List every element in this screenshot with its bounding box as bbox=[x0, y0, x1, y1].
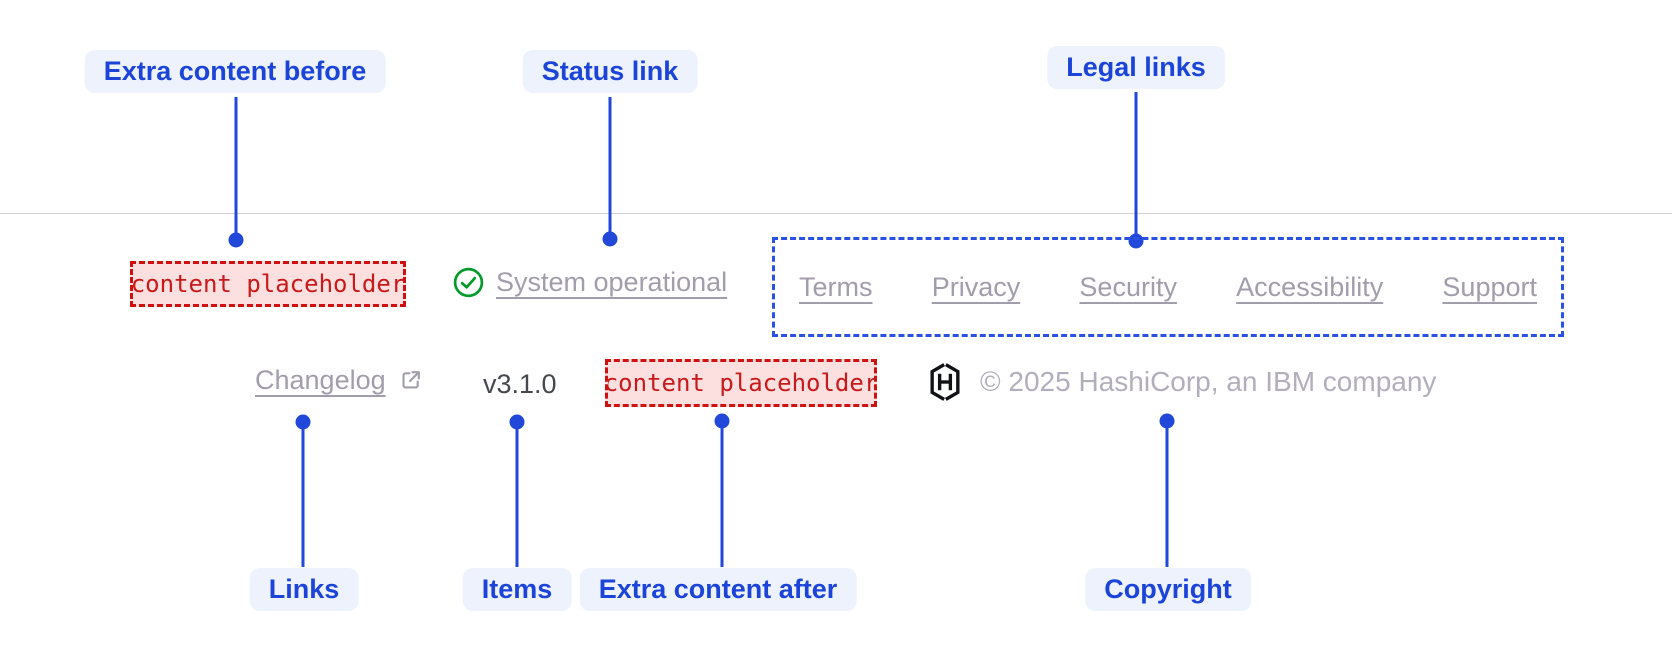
check-circle-icon bbox=[452, 266, 485, 299]
legal-links-outline: Terms Privacy Security Accessibility Sup… bbox=[772, 237, 1564, 337]
status-link-label: System operational bbox=[496, 267, 728, 297]
copyright-text: © 2025 HashiCorp, an IBM company bbox=[980, 366, 1437, 397]
connector-line-extra-content-before bbox=[234, 97, 238, 234]
legal-link-support[interactable]: Support bbox=[1442, 271, 1537, 302]
changelog-link[interactable]: Changelog bbox=[255, 365, 424, 396]
annotation-label-links: Links bbox=[249, 568, 359, 611]
connector-line-status-link bbox=[608, 97, 612, 233]
version-item: v3.1.0 bbox=[483, 369, 557, 399]
external-link-icon bbox=[397, 367, 424, 394]
connector-line-copyright bbox=[1165, 428, 1169, 567]
footer-top-divider bbox=[0, 213, 1672, 214]
legal-link-accessibility[interactable]: Accessibility bbox=[1236, 271, 1384, 302]
connector-dot-links bbox=[295, 414, 311, 430]
legal-link-privacy[interactable]: Privacy bbox=[931, 271, 1021, 302]
extra-content-after-placeholder: content placeholder bbox=[605, 359, 877, 407]
connector-dot-extra-content-after bbox=[714, 413, 730, 429]
connector-dot-copyright bbox=[1159, 413, 1175, 429]
annotation-label-items: Items bbox=[462, 568, 572, 611]
connector-line-items bbox=[515, 429, 519, 567]
legal-link-terms[interactable]: Terms bbox=[799, 271, 873, 302]
connector-dot-extra-content-before bbox=[228, 232, 244, 248]
annotation-label-status-link: Status link bbox=[522, 50, 698, 93]
connector-dot-status-link bbox=[602, 231, 618, 247]
connector-line-extra-content-after bbox=[720, 428, 724, 567]
copyright: © 2025 HashiCorp, an IBM company bbox=[925, 362, 1436, 402]
changelog-link-label: Changelog bbox=[255, 365, 386, 395]
legal-link-security[interactable]: Security bbox=[1079, 271, 1177, 302]
annotation-label-copyright: Copyright bbox=[1085, 568, 1251, 611]
annotation-label-extra-content-before: Extra content before bbox=[84, 50, 386, 93]
connector-line-links bbox=[301, 429, 305, 567]
connector-line-legal-links bbox=[1134, 92, 1138, 235]
annotation-label-legal-links: Legal links bbox=[1047, 46, 1225, 89]
connector-dot-items bbox=[509, 414, 525, 430]
annotation-label-extra-content-after: Extra content after bbox=[579, 568, 857, 611]
hashicorp-logo-icon bbox=[925, 362, 965, 402]
extra-content-before-placeholder: content placeholder bbox=[130, 261, 406, 307]
status-link[interactable]: System operational bbox=[452, 266, 727, 299]
